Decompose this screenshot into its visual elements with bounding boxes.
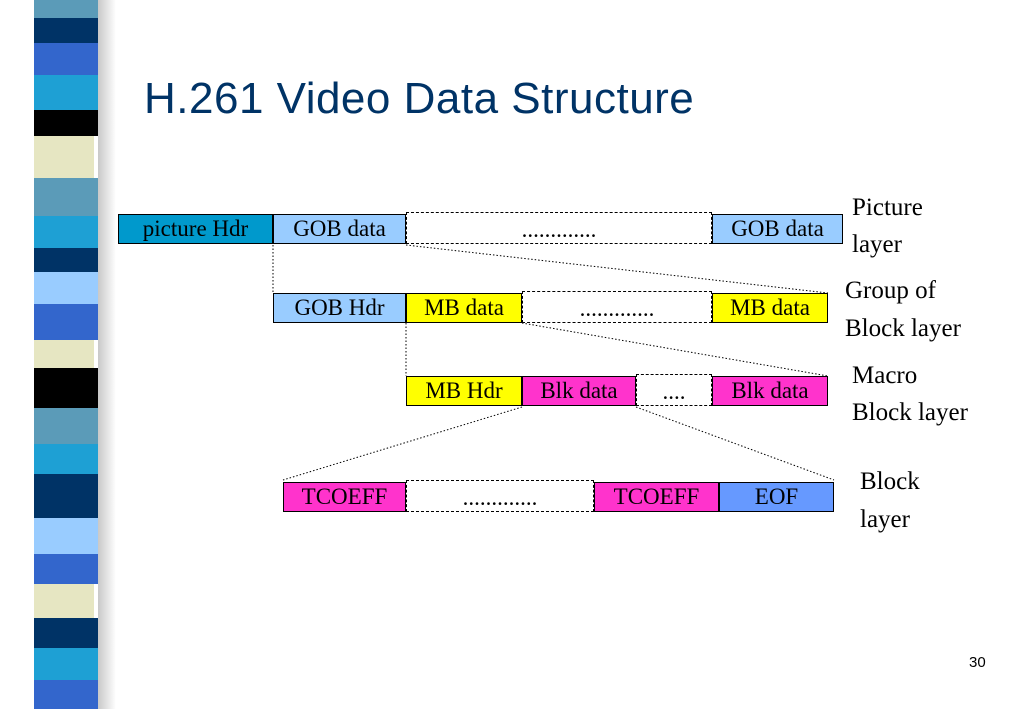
strip-segment (34, 272, 98, 304)
block-tcoeff-box-2: TCOEFF (594, 482, 719, 512)
strip-segment (34, 680, 98, 709)
decorative-side-strip (34, 0, 98, 709)
connector-gob-right (405, 244, 829, 294)
strip-segment (34, 304, 98, 340)
block-layer-label-line1: Block (860, 468, 920, 495)
strip-segment (34, 584, 94, 618)
picture-hdr-box: picture Hdr (118, 214, 273, 244)
connector-blk-right (635, 406, 835, 481)
strip-segment (34, 340, 94, 368)
block-dots-box: ............. (406, 480, 594, 512)
gob-layer-label-line2: Block layer (845, 315, 961, 342)
strip-segment (34, 248, 98, 272)
gob-layer-label-line1: Group of (845, 277, 936, 304)
strip-segment (34, 0, 98, 18)
strip-segment (34, 554, 98, 584)
mb-layer-label-line2: Block layer (852, 399, 968, 426)
strip-segment (34, 518, 98, 554)
picture-gob-data-box-2: GOB data (712, 214, 843, 244)
strip-segment (34, 408, 98, 444)
strip-segment (34, 474, 98, 518)
strip-segment (34, 178, 98, 216)
picture-layer-label-line1: Picture (852, 194, 923, 221)
block-eof-box: EOF (719, 482, 834, 512)
strip-segment (34, 110, 98, 136)
mb-blk-data-box-1: Blk data (522, 376, 636, 406)
strip-segment (34, 75, 98, 110)
page-title: H.261 Video Data Structure (144, 74, 695, 123)
strip-segment (34, 43, 98, 75)
page-number: 30 (969, 654, 986, 671)
strip-segment (34, 216, 98, 248)
strip-segment (34, 18, 98, 43)
connector-mb-right (521, 322, 829, 377)
strip-segment (34, 444, 98, 474)
picture-layer-label-line2: layer (852, 231, 902, 258)
connector-blk-left (282, 406, 523, 481)
strip-shadow (98, 0, 116, 709)
strip-segment (34, 618, 98, 648)
block-layer-label-line2: layer (860, 506, 910, 533)
mb-layer-label-line1: Macro (852, 362, 918, 389)
strip-segment (34, 648, 98, 680)
mb-dots-box: .... (636, 374, 712, 406)
gob-dots-box: ............. (522, 291, 712, 323)
picture-dots-box: ............. (406, 212, 712, 244)
gob-mb-data-box-2: MB data (712, 293, 828, 323)
gob-mb-data-box-1: MB data (406, 293, 522, 323)
strip-segment (34, 136, 94, 178)
mb-blk-data-box-2: Blk data (712, 376, 828, 406)
gob-hdr-box: GOB Hdr (273, 293, 406, 323)
strip-segment (34, 368, 98, 408)
mb-hdr-box: MB Hdr (406, 376, 522, 406)
picture-gob-data-box-1: GOB data (273, 214, 406, 244)
block-tcoeff-box-1: TCOEFF (283, 482, 406, 512)
